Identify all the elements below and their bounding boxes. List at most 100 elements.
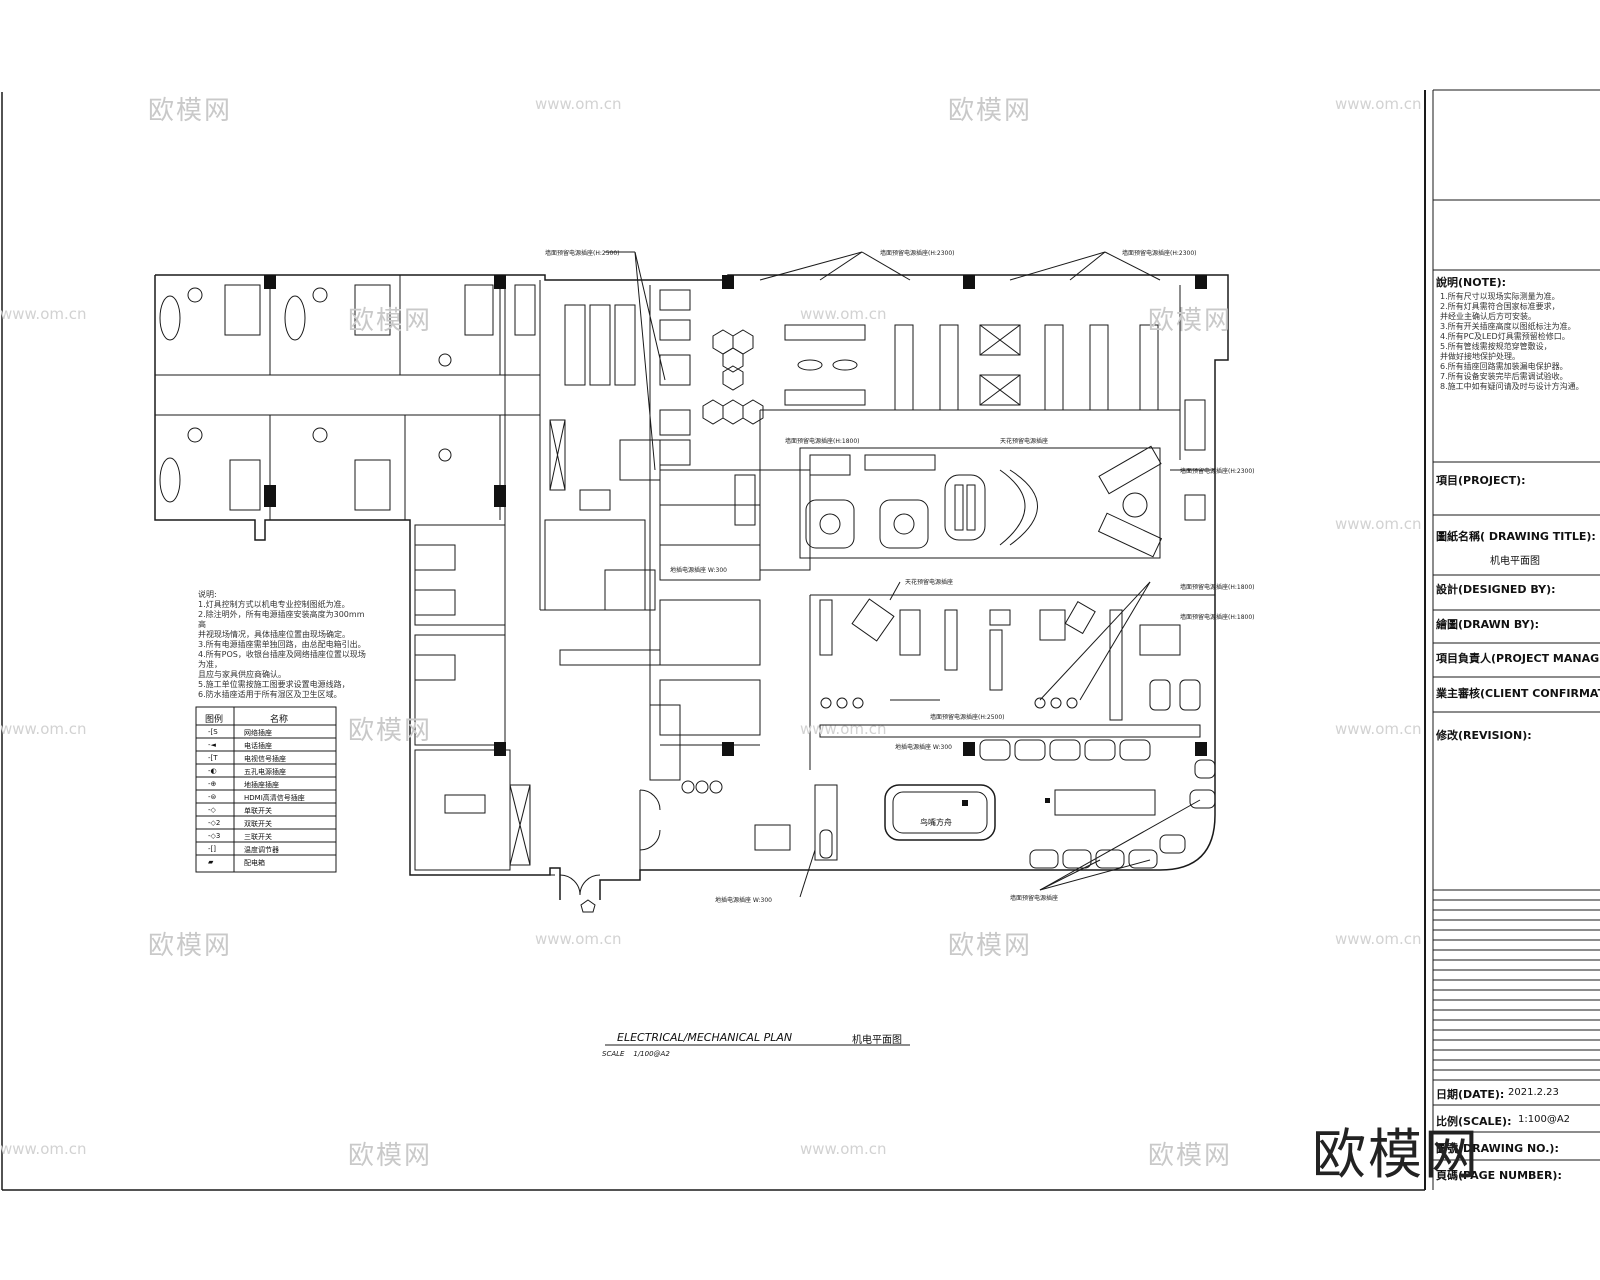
watermark-brand: 欧模网: [1148, 1141, 1233, 1171]
watermark-brand: 欧模网: [148, 931, 233, 961]
annotation-ceiling-socket: 天花预留电源插座: [1000, 438, 1049, 445]
legend-name: 温度调节器: [244, 846, 279, 854]
legend-symbol: -[S: [208, 728, 218, 736]
plan-title-cn: 机电平面图: [852, 1035, 902, 1046]
watermark-url: www.om.cn: [535, 95, 622, 113]
note-line: 并视现场情况，具体插座位置由现场确定。: [198, 630, 350, 639]
watermark-url: www.om.cn: [1335, 95, 1422, 113]
annotation-pool-socket: 墙面预留电源插座: [1010, 895, 1059, 902]
watermark-url: www.om.cn: [800, 1140, 887, 1158]
legend-name: 地插座插座: [244, 781, 279, 789]
legend-symbol: -◇2: [208, 819, 221, 827]
date-label: 日期(DATE):: [1436, 1088, 1505, 1101]
note-line: 5.所有管线需按规范穿管敷设，: [1440, 342, 1552, 351]
legend-symbol: ▰: [208, 858, 214, 866]
watermark-brand: 欧模网: [348, 716, 433, 746]
annotation-ceiling-socket: 天花预留电源插座: [905, 579, 954, 586]
scale-value: 1:100@A2: [1518, 1114, 1571, 1125]
page-number-label: 頁碼(PAGE NUMBER):: [1436, 1169, 1562, 1182]
legend-name: 电视信号插座: [244, 755, 286, 763]
annotation-wall-socket: 墙面预留电源插座(H:1800): [1180, 584, 1255, 591]
legend-symbol: -[T: [208, 754, 218, 762]
legend-name: 单联开关: [244, 807, 272, 815]
note-line: 1.所有尺寸以现场实际测量为准。: [1440, 292, 1560, 301]
scale-label: SCALE: [602, 1050, 625, 1058]
legend-header-name: 名称: [270, 715, 289, 725]
watermark-url: www.om.cn: [0, 305, 87, 323]
note-line: 并经业主确认后方可安装。: [1440, 312, 1536, 321]
watermark-brand: 欧模网: [1148, 306, 1233, 336]
annotation-wall-socket: 墙面预留电源插座(H:2300): [880, 250, 955, 257]
annotation-wall-socket: 墙面预留电源插座(H:2300): [1122, 250, 1197, 257]
note-line: 6.所有插座回路需加装漏电保护器。: [1440, 362, 1568, 371]
legend-header-symbol: 图例: [205, 715, 224, 725]
brand-watermark-logo: 欧模网: [1312, 1123, 1480, 1186]
designed-by-label: 設計(DESIGNED BY):: [1436, 583, 1556, 596]
note-line: 8.施工中如有疑问请及时与设计方沟通。: [1440, 382, 1584, 391]
note-line: 1.灯具控制方式以机电专业控制图纸为准。: [198, 600, 350, 609]
revision-label: 修改(REVISION):: [1436, 729, 1532, 742]
note-line: 5.施工单位需按施工图要求设置电源线路，: [198, 680, 350, 689]
notes-header: 说明:: [198, 590, 217, 599]
watermark-brand: 欧模网: [348, 1141, 433, 1171]
date-value: 2021.2.23: [1508, 1087, 1559, 1098]
legend-symbol: -⊜: [208, 793, 217, 801]
watermark-url: www.om.cn: [800, 305, 887, 323]
note-line: 3.所有开关插座高度以图纸标注为准。: [1440, 322, 1576, 331]
drawn-by-label: 繪圖(DRAWN BY):: [1436, 618, 1539, 631]
watermark-url: www.om.cn: [800, 720, 887, 738]
watermark-url: www.om.cn: [1335, 720, 1422, 738]
annotation-wall-socket: 墙面预留电源插座(H:2500): [930, 714, 1005, 721]
watermark-url: www.om.cn: [0, 1140, 87, 1158]
watermark-url: www.om.cn: [0, 720, 87, 738]
legend-symbol: -◄: [208, 741, 216, 749]
annotation-floor-socket: 地插电源插座 W:300: [670, 567, 727, 574]
drawing-title-value: 机电平面图: [1490, 556, 1540, 567]
note-line: 且应与家具供应商确认。: [198, 670, 286, 679]
note-line: 2.除注明外，所有电源插座安装高度为300mm高: [198, 610, 365, 629]
legend-symbol: -◇3: [208, 832, 221, 840]
plan-scale: SCALE 1/100@A2: [602, 1050, 670, 1058]
annotation-floor-socket: 地插电源插座 W:300: [895, 744, 952, 751]
watermark-url: www.om.cn: [1335, 930, 1422, 948]
legend-symbol: -[]: [208, 845, 216, 853]
annotation-wall-socket: 墙面预留电源插座(H:1800): [1180, 614, 1255, 621]
legend-symbol: -◇: [208, 806, 216, 814]
note-line: 4.所有POS，收银台插座及网络插座位置以现场为准，: [198, 650, 366, 669]
drawing-title-label: 圖紙名稱( DRAWING TITLE):: [1436, 530, 1596, 543]
note-line: 4.所有PC及LED灯具需预留检修口。: [1440, 332, 1570, 341]
pool-label: 鸟嘴方舟: [920, 818, 952, 827]
plan-title: ELECTRICAL/MECHANICAL PLAN: [617, 1031, 793, 1044]
general-notes: 说明: 1.灯具控制方式以机电专业控制图纸为准。 2.除注明外，所有电源插座安装…: [198, 590, 368, 700]
legend-symbol: -⊕: [208, 780, 217, 788]
project-label: 項目(PROJECT):: [1436, 474, 1526, 487]
scale-label: 比例(SCALE):: [1436, 1115, 1512, 1128]
notes-label: 說明(NOTE):: [1436, 276, 1507, 289]
watermark-brand: 欧模网: [148, 96, 233, 126]
watermark-brand: 欧模网: [948, 96, 1033, 126]
annotation-floor-socket: 地插电源插座 W:300: [715, 897, 772, 904]
drawing-no-label: 圖號(DRAWING NO.):: [1436, 1142, 1559, 1155]
annotation-wall-socket: 墙面预留电源插座(H:1800): [785, 438, 860, 445]
watermark-url: www.om.cn: [1335, 515, 1422, 533]
legend-name: 三联开关: [244, 833, 272, 841]
title-block-notes: 1.所有尺寸以现场实际测量为准。 2.所有灯具需符合国家标准要求， 并经业主确认…: [1440, 292, 1590, 392]
watermark-url: www.om.cn: [535, 930, 622, 948]
watermark-brand: 欧模网: [948, 931, 1033, 961]
scale-value: 1/100@A2: [633, 1050, 670, 1058]
note-line: 2.所有灯具需符合国家标准要求，: [1440, 302, 1560, 311]
annotation-wall-socket: 墙面预留电源插座(H:2300): [1180, 468, 1255, 475]
client-confirmation-label: 業主審核(CLIENT CONFIRMATION):: [1436, 687, 1600, 700]
annotation-wall-socket: 墙面预留电源插座(H:2500): [545, 250, 620, 257]
legend-name: 五孔电源插座: [244, 768, 286, 776]
project-manager-label: 項目負責人(PROJECT MANAGER):: [1436, 652, 1600, 665]
note-line: 7.所有设备安装完毕后需调试验收。: [1440, 372, 1568, 381]
legend-name: 电话插座: [244, 742, 272, 750]
legend-symbol: -◐: [208, 767, 217, 775]
note-line: 6.防水插座适用于所有湿区及卫生区域。: [198, 690, 342, 699]
legend-name: 网络插座: [244, 729, 272, 737]
watermark-brand: 欧模网: [348, 306, 433, 336]
legend-name: HDMI高清信号插座: [244, 794, 305, 802]
legend-name: 双联开关: [244, 820, 272, 828]
